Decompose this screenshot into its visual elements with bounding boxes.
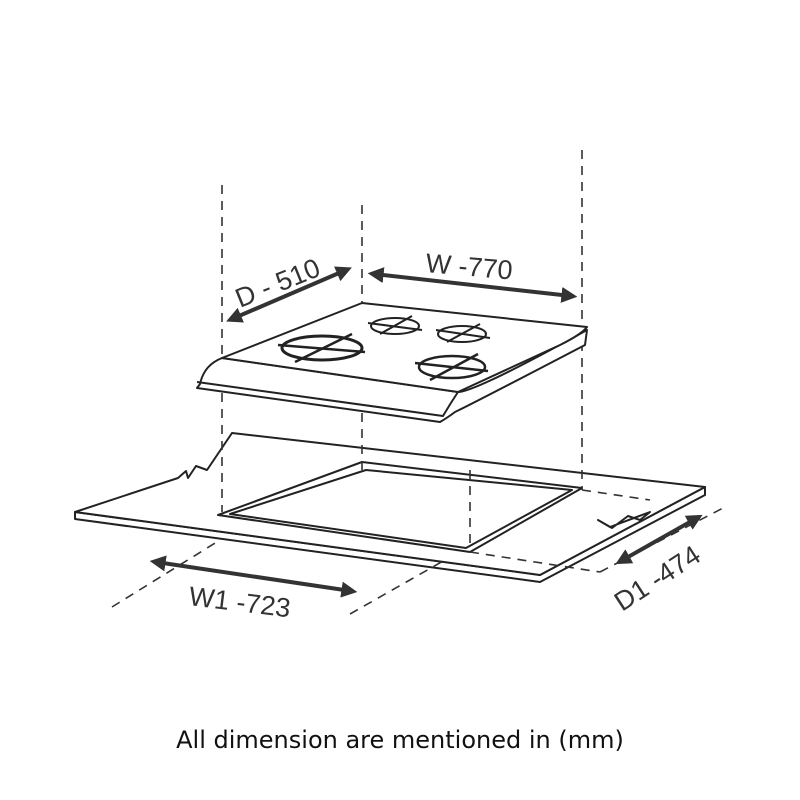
countertop	[74, 432, 706, 583]
cutout-depth-arrow	[615, 514, 703, 565]
cutout-width-arrow	[149, 555, 358, 598]
width-arrow	[367, 267, 578, 303]
depth-label: D - 510	[231, 253, 324, 314]
burner-medium	[414, 352, 489, 382]
gas-hob	[196, 302, 588, 423]
cutout-depth-label: D1 -474	[609, 540, 706, 617]
units-caption: All dimension are mentioned in (mm)	[176, 726, 624, 754]
burner-large	[277, 332, 366, 364]
burner-small-back-right	[435, 323, 491, 343]
depth-arrow	[226, 266, 352, 323]
burner-small-back-left	[367, 315, 423, 335]
cutout-width-label: W1 -723	[187, 581, 292, 623]
